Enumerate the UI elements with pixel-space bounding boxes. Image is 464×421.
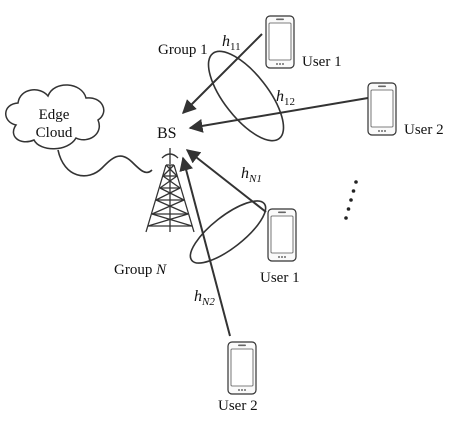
phone-icon-g1-user2 (367, 82, 397, 136)
ellipsis-dot (354, 180, 358, 184)
h12-base: h (276, 88, 284, 105)
user-label-gN-1: User 1 (260, 270, 300, 286)
edge-cloud: Edge Cloud (5, 84, 105, 150)
h12-label: h12 (276, 88, 295, 108)
ellipsis-dot (344, 216, 348, 220)
arrow-h11 (182, 33, 263, 114)
user-label-g1-1: User 1 (302, 54, 342, 70)
groupN-label-var: N (155, 262, 167, 278)
user-label-g1-2: User 2 (404, 122, 444, 138)
group1-label: Group 1 (158, 42, 208, 58)
group1-ellipse (207, 50, 285, 142)
hN1-base: h (241, 165, 249, 182)
hN1-label: hN1 (241, 165, 262, 185)
arrow-h12 (188, 97, 369, 133)
h11-base: h (222, 33, 230, 50)
groupN-label: Group N (114, 262, 167, 278)
h12-sub: 12 (284, 96, 295, 108)
hN2-base: h (194, 288, 202, 305)
ellipsis-dot (351, 189, 356, 193)
ellipsis-dot (349, 198, 353, 202)
groupN-label-prefix: Group (114, 262, 156, 278)
bs-tower-icon (145, 148, 195, 233)
cloud-label-line1: Edge (39, 107, 70, 123)
phone-icon-g1-user1 (265, 15, 295, 69)
more-groups-ellipsis (344, 180, 358, 220)
h11-label: h11 (222, 33, 241, 53)
cloud-label-line2: Cloud (36, 125, 73, 141)
hN2-label: hN2 (194, 288, 215, 308)
bs-label: BS (157, 125, 177, 142)
phone-icon-gN-user2 (227, 341, 257, 395)
arrow-hN2 (179, 156, 231, 337)
ellipsis-dot (346, 207, 351, 211)
hN2-sub: N2 (201, 296, 215, 308)
hN1-sub: N1 (248, 173, 262, 185)
user-label-gN-2: User 2 (218, 398, 258, 414)
phone-icon-gN-user1 (267, 208, 297, 262)
h11-sub: 11 (230, 41, 241, 53)
backhaul-link (57, 149, 153, 177)
groupN-ellipse (189, 200, 267, 264)
